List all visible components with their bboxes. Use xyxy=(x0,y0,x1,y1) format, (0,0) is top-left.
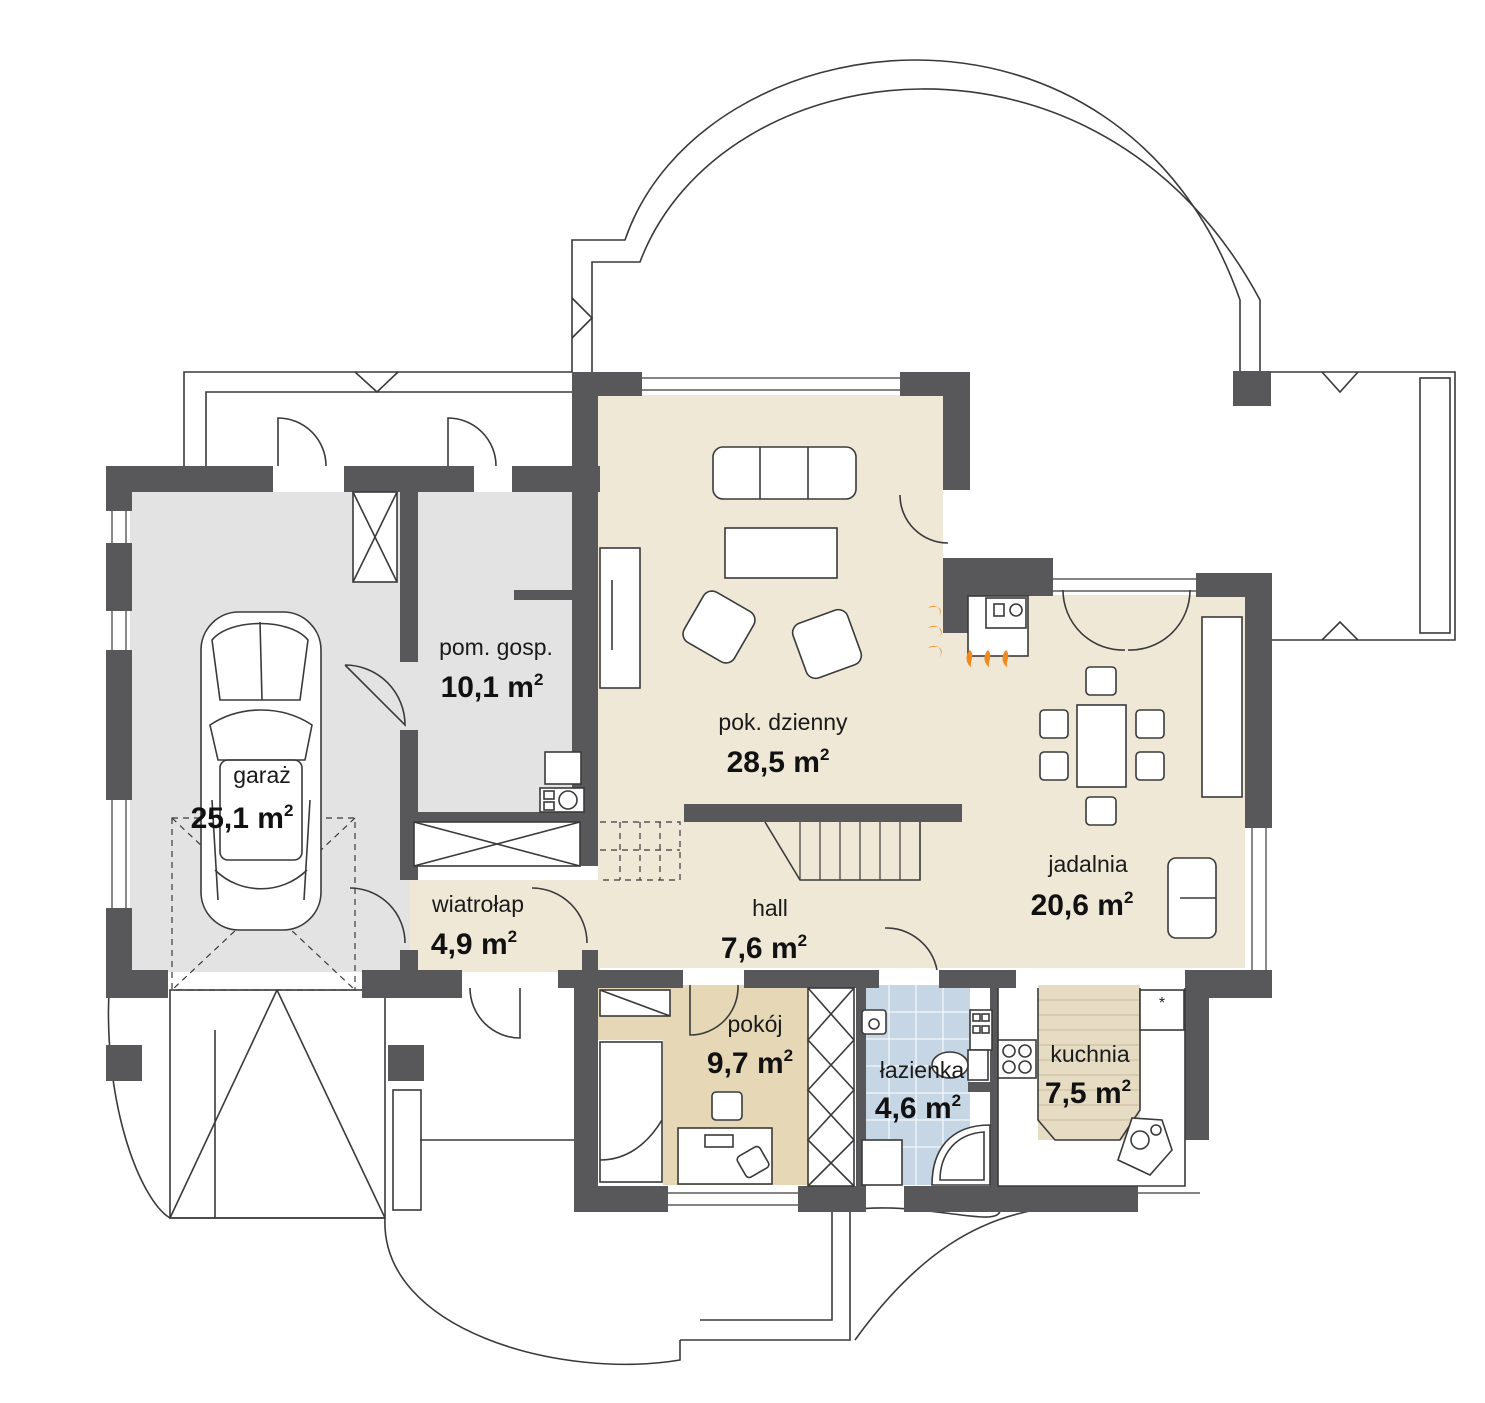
vestibule-floor xyxy=(410,880,600,972)
room-area-garaz: 25,1 m2 xyxy=(191,801,294,835)
terrace-outlines xyxy=(107,59,1456,1366)
svg-text:*: * xyxy=(1159,995,1165,1012)
right-terrace xyxy=(1270,371,1456,641)
room-area-pokoj: 9,7 m2 xyxy=(707,1046,793,1080)
room-name-garaz: garaż xyxy=(233,762,291,788)
room-name-pom-gosp: pom. gosp. xyxy=(439,634,553,660)
kitchen-fixtures: * xyxy=(997,988,1186,1187)
room-area-hall: 7,6 m2 xyxy=(721,931,807,965)
room-name-lazienka: łazienka xyxy=(880,1057,965,1083)
dining-furniture xyxy=(1039,616,1243,939)
doors xyxy=(277,417,1191,1039)
walls xyxy=(106,371,1272,1212)
utility-fixtures xyxy=(352,491,585,813)
rear-arched-terrace-inner xyxy=(591,88,1261,372)
room-name-pok-dzienny: pok. dzienny xyxy=(718,709,848,735)
right-planter xyxy=(1419,377,1451,634)
room-area-lazienka: 4,6 m2 xyxy=(875,1091,961,1125)
kitchen-floor-stripes xyxy=(1038,999,1140,1121)
garage-pergola-inner xyxy=(205,391,572,468)
windows xyxy=(111,377,1267,1206)
room-area-kuchnia: 7,5 m2 xyxy=(1045,1076,1131,1110)
room-name-kuchnia: kuchnia xyxy=(1050,1041,1129,1067)
front-steps xyxy=(680,1200,851,1341)
living-room-floor xyxy=(598,395,1245,968)
front-arc-left xyxy=(107,971,385,1219)
room-name-hall: hall xyxy=(752,895,788,921)
room-name-wiatrolap: wiatrołap xyxy=(431,891,524,917)
front-arc-right xyxy=(384,1217,681,1366)
room-area-wiatrolap: 4,9 m2 xyxy=(431,927,517,961)
pokoj-furniture xyxy=(599,987,856,1187)
living-room-furniture xyxy=(599,446,1029,689)
terrace-markers xyxy=(354,297,1359,641)
room-labels: garaż 25,1 m2 pom. gosp. 10,1 m2 pok. dz… xyxy=(191,634,1134,1125)
room-area-jadalnia: 20,6 m2 xyxy=(1031,888,1134,922)
room-name-jadalnia: jadalnia xyxy=(1047,851,1127,877)
room-name-pokoj: pokój xyxy=(728,1011,783,1037)
front-planter xyxy=(392,1089,422,1211)
room-area-pok-dzienny: 28,5 m2 xyxy=(727,745,830,779)
kitchen-floor-strip xyxy=(1038,985,1140,1140)
room-area-pom-gosp: 10,1 m2 xyxy=(441,670,544,704)
front-steps-inner xyxy=(700,1210,833,1321)
front-curve xyxy=(854,1209,1036,1341)
bathroom-tiles xyxy=(862,985,970,1185)
rear-arched-terrace xyxy=(571,59,1241,372)
driveway xyxy=(169,989,386,1219)
front-arc-bath xyxy=(849,1207,1001,1218)
stairs xyxy=(413,821,921,881)
garage-pergola xyxy=(183,371,572,468)
bathroom-fixtures xyxy=(861,1009,993,1186)
car-icon xyxy=(200,611,322,931)
